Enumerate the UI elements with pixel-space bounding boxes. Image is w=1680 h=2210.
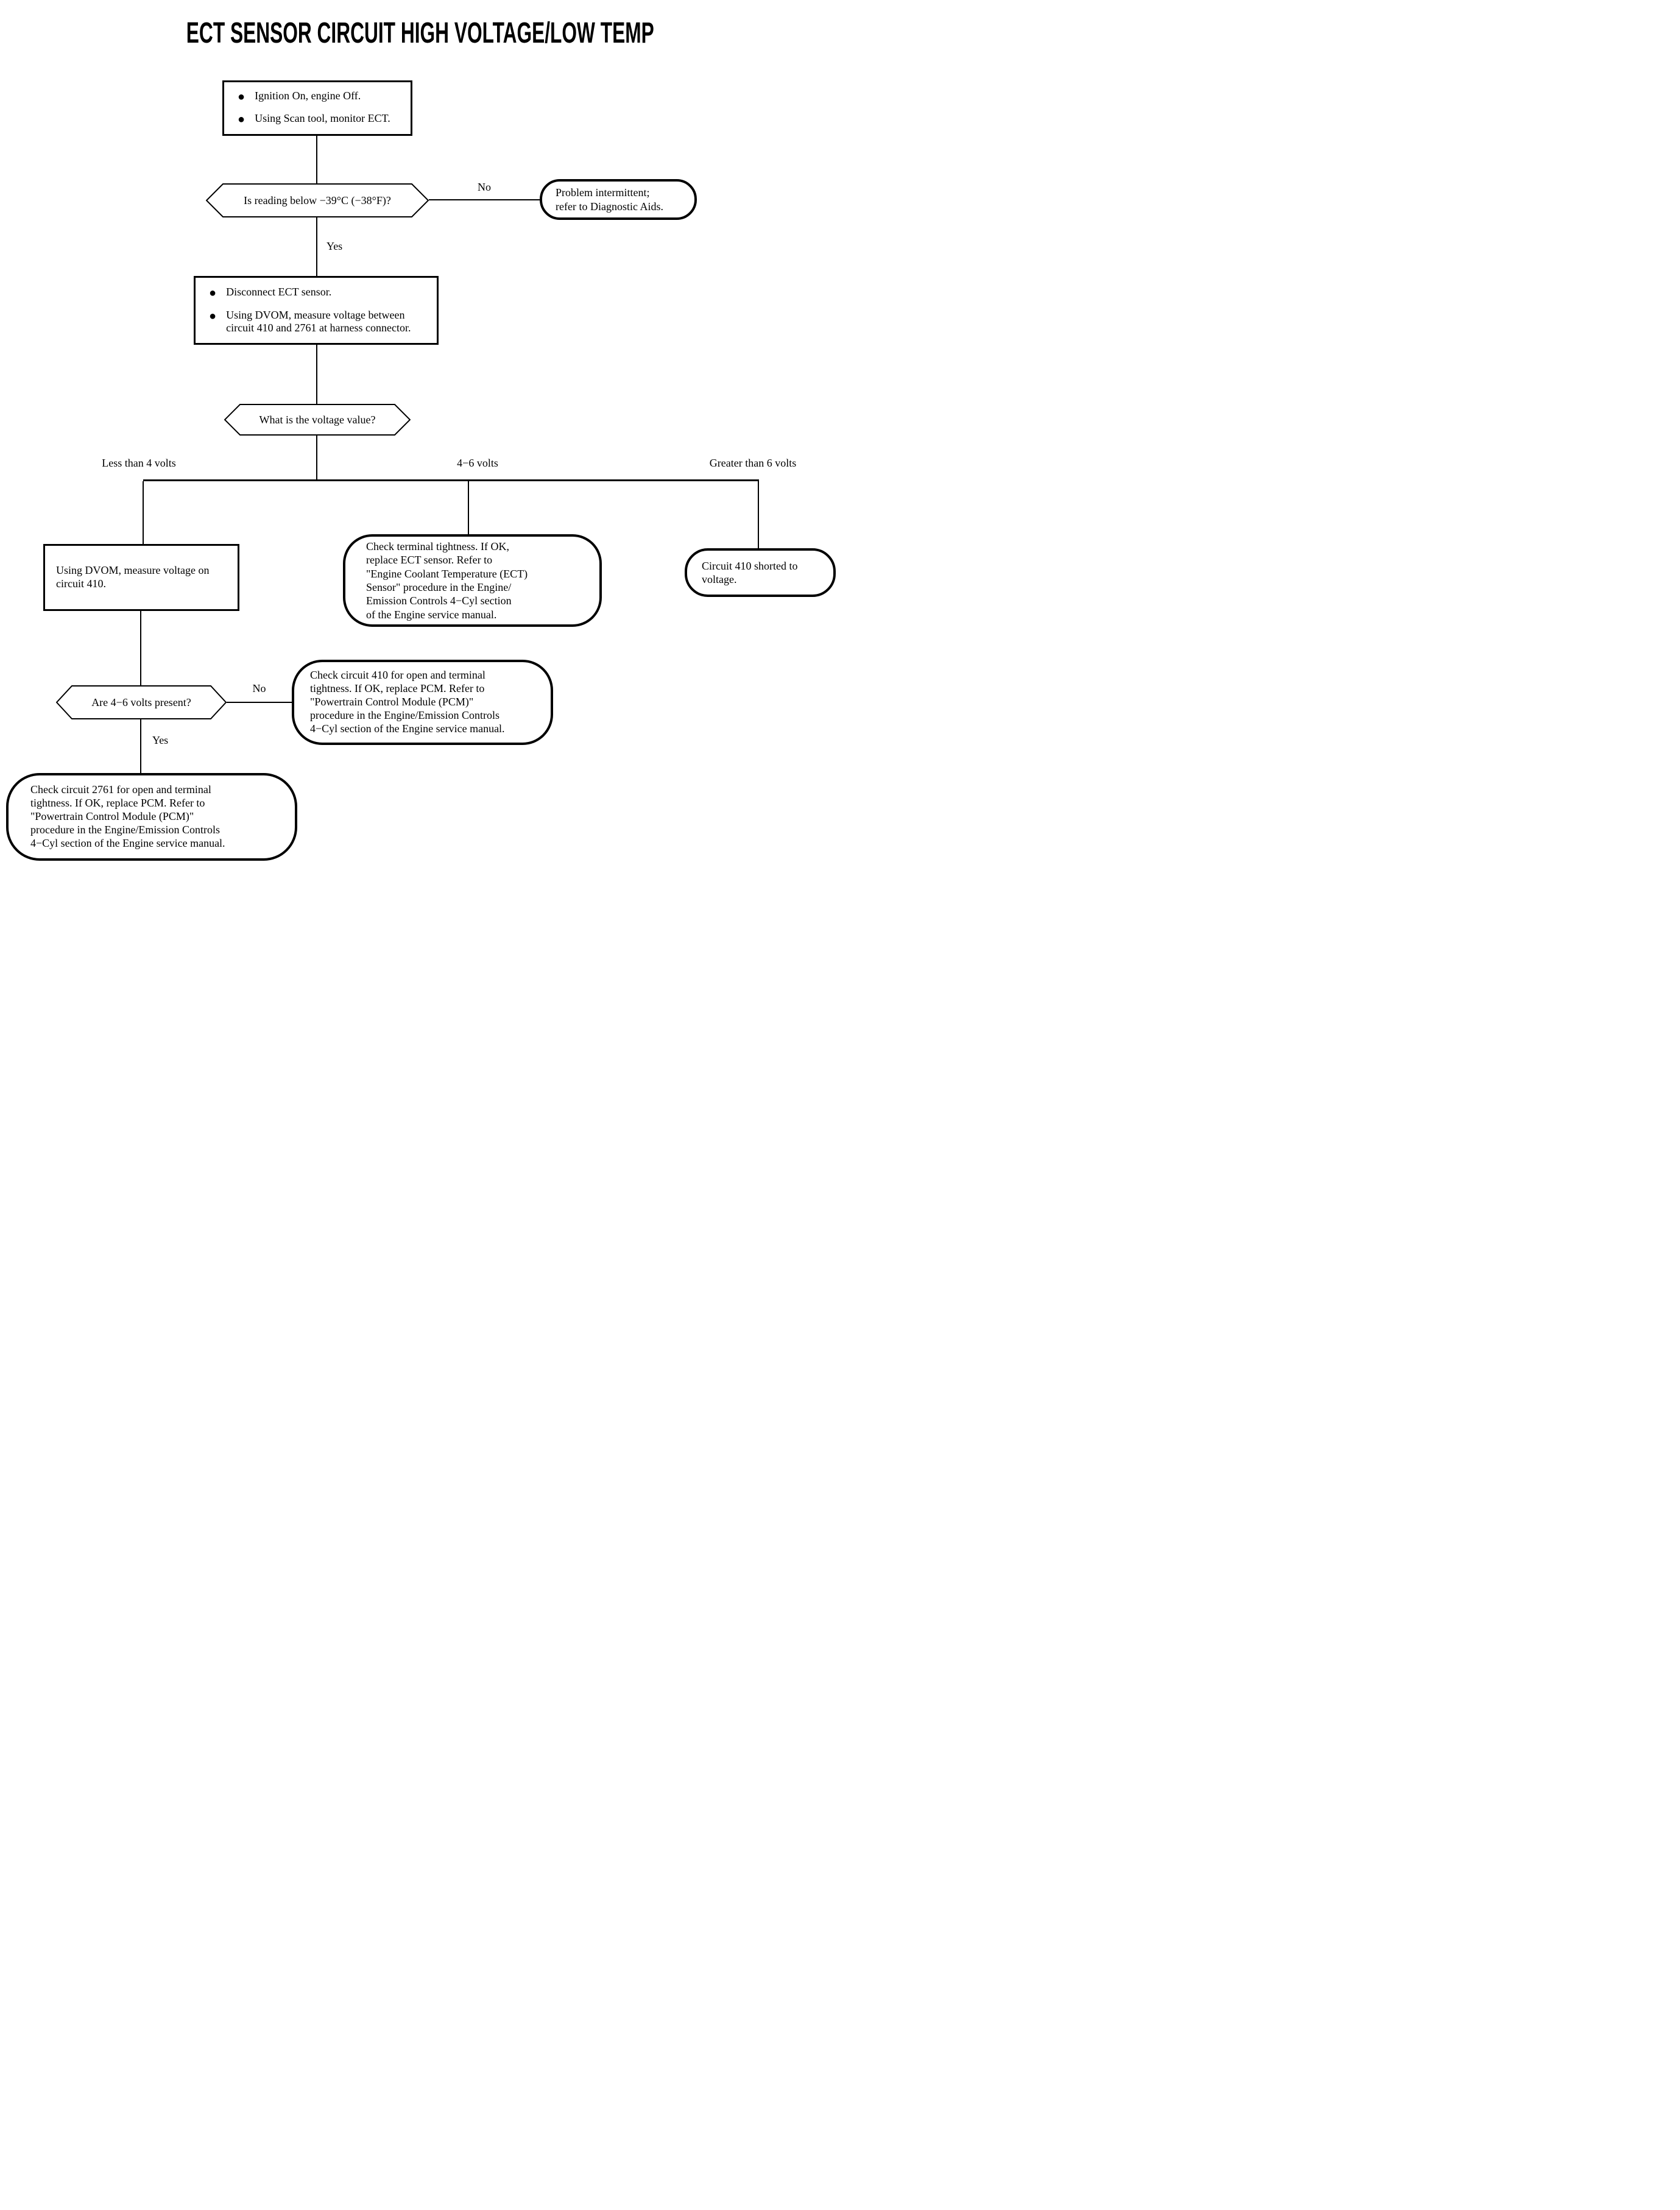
edge-label-yes-1: Yes [326,240,343,252]
list-item: ● Ignition On, engine Off. [224,90,411,104]
disconnect-measure-box: ● Disconnect ECT sensor. ● Using DVOM, m… [194,276,439,345]
start-item-1: Ignition On, engine Off. [255,90,361,102]
start-item-2: Using Scan tool, monitor ECT. [255,111,390,124]
branch-label-less-than-4: Less than 4 volts [102,457,176,469]
list-item: ● Using Scan tool, monitor ECT. [224,112,411,127]
connector-line [758,481,759,548]
connector-line [429,199,540,200]
decision-volts-present: Are 4−6 volts present? [56,685,227,719]
connector-line [468,481,469,534]
page-title: ECT SENSOR CIRCUIT HIGH VOLTAGE/LOW TEMP [0,18,840,49]
connector-line [316,345,317,404]
decision-voltage-value: What is the voltage value? [224,404,411,436]
hexagon-shape [56,685,227,719]
bullet-icon: ● [209,286,217,300]
branch-bar-line [143,479,759,481]
list-item: ● Using DVOM, measure voltage between ci… [196,309,437,335]
terminal-check-circuit-2761: Check circuit 2761 for open and terminal… [6,773,297,861]
connector-line [316,136,317,183]
terminal-circuit-410-shorted: Circuit 410 shorted to voltage. [685,548,836,597]
disconnect-item-2: Using DVOM, measure voltage between circ… [226,308,411,334]
connector-line [140,611,141,685]
connector-line [143,481,144,544]
decision-voltage-label: What is the voltage value? [259,413,376,426]
edge-label-no-1: No [478,181,491,193]
measure-voltage-box: Using DVOM, measure voltage on circuit 4… [43,544,239,611]
list-item: ● Disconnect ECT sensor. [196,286,437,300]
terminal-check-terminal-tightness: Check terminal tightness. If OK, replace… [343,534,602,627]
decision-volts-present-label: Are 4−6 volts present? [91,696,191,708]
edge-label-no-2: No [252,682,266,694]
hexagon-shape [224,404,411,436]
page-title-text: ECT SENSOR CIRCUIT HIGH VOLTAGE/LOW TEMP [186,17,654,49]
terminal-problem-intermittent: Problem intermittent; refer to Diagnosti… [540,179,697,220]
edge-label-yes-2: Yes [152,734,169,746]
connector-line [316,217,317,276]
terminal-check-circuit-410: Check circuit 410 for open and terminal … [292,660,553,745]
disconnect-item-1: Disconnect ECT sensor. [226,286,332,298]
connector-line [227,702,292,703]
measure-voltage-text: Using DVOM, measure voltage on circuit 4… [56,564,210,590]
branch-label-greater-than-6: Greater than 6 volts [709,457,797,469]
bullet-icon: ● [238,112,245,126]
branch-label-4-6-volts: 4−6 volts [457,457,498,469]
hexagon-shape [206,183,429,217]
connector-line [140,719,141,773]
connector-line [316,436,317,479]
decision-reading-below: Is reading below −39°C (−38°F)? [206,183,429,217]
bullet-icon: ● [209,309,217,323]
bullet-icon: ● [238,90,245,104]
start-conditions-box: ● Ignition On, engine Off. ● Using Scan … [222,80,412,136]
flowchart-canvas: ECT SENSOR CIRCUIT HIGH VOLTAGE/LOW TEMP… [0,0,840,1105]
decision-reading-label: Is reading below −39°C (−38°F)? [244,194,391,207]
